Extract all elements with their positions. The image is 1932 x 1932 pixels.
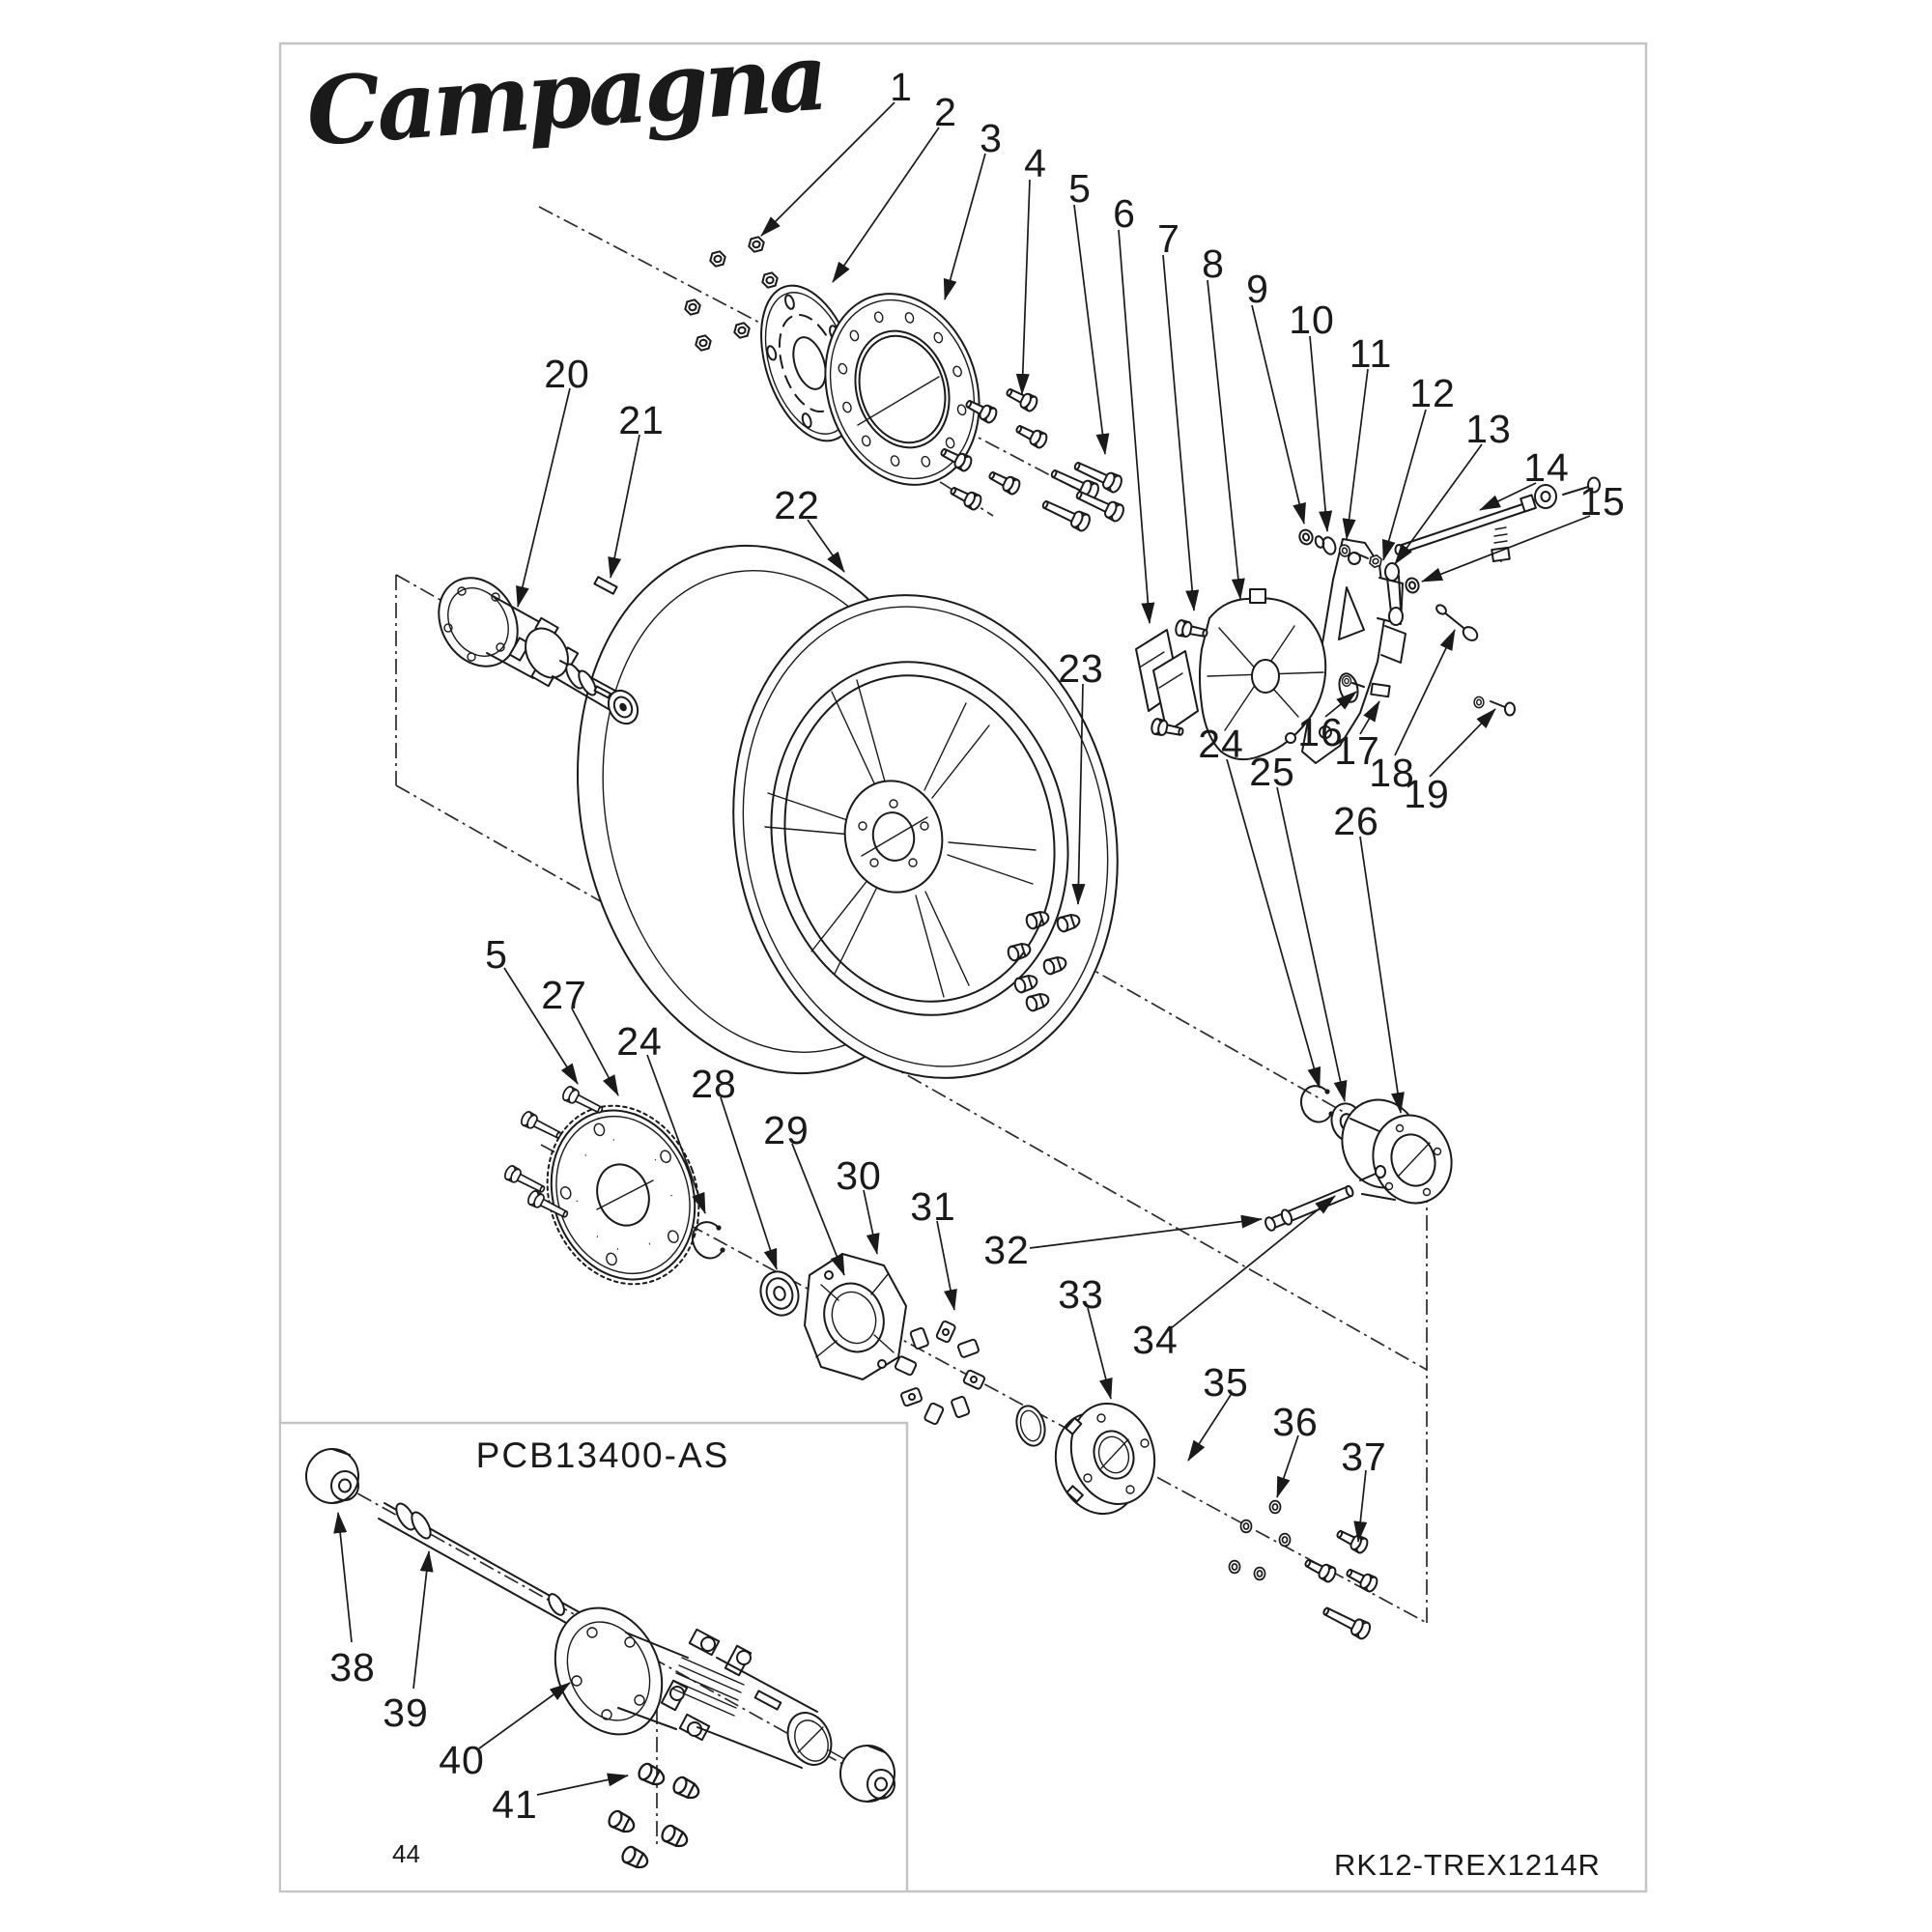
inset-part-number: PCB13400-AS xyxy=(476,1435,730,1475)
page-number: 44 xyxy=(392,1839,420,1868)
callout-28: 28 xyxy=(691,1062,737,1106)
hub-adapter xyxy=(1341,1098,1453,1205)
callout-5-lower: 5 xyxy=(485,932,508,977)
callout-20: 20 xyxy=(544,352,590,396)
axle-shaft-assembly xyxy=(438,577,639,725)
inset-hub-assembly xyxy=(554,1606,833,1769)
rotor-bolts-long xyxy=(1038,456,1127,534)
bracket-hardware xyxy=(1296,526,1422,626)
brake-pads xyxy=(1135,629,1199,733)
bearing-carrier xyxy=(804,1253,907,1380)
sprocket xyxy=(523,1084,723,1305)
callout-11: 11 xyxy=(1350,331,1393,376)
callout-23: 23 xyxy=(1058,646,1104,691)
callout-29: 29 xyxy=(763,1108,810,1152)
doc-code: RK12-TREX1214R xyxy=(1334,1848,1601,1882)
callout-3: 3 xyxy=(980,116,1003,160)
callout-2: 2 xyxy=(934,90,957,134)
callout-38: 38 xyxy=(329,1645,376,1690)
flange-bolts xyxy=(1301,1525,1380,1642)
callout-41: 41 xyxy=(492,1782,538,1827)
callout-32: 32 xyxy=(983,1228,1030,1272)
callout-22: 22 xyxy=(774,483,820,527)
inset-bearing-left xyxy=(305,1448,359,1504)
callout-13: 13 xyxy=(1465,407,1512,451)
o-ring xyxy=(1015,1405,1046,1447)
page-border xyxy=(278,42,1648,1893)
cush-drive-damper xyxy=(894,1320,986,1426)
callout-25: 25 xyxy=(1249,750,1295,794)
callout-1: 1 xyxy=(890,65,913,109)
callout-33: 33 xyxy=(1058,1272,1104,1317)
callout-40: 40 xyxy=(439,1738,485,1782)
drive-flange xyxy=(1054,1402,1156,1516)
wheel-spokes xyxy=(764,679,1037,998)
callout-9: 9 xyxy=(1246,267,1269,311)
snap-ring-lower xyxy=(692,1221,725,1260)
callout-24-upper: 24 xyxy=(1198,722,1244,766)
callout-5: 5 xyxy=(1068,166,1092,211)
bearing xyxy=(759,1270,800,1317)
callout-30: 30 xyxy=(836,1153,882,1198)
o-ring-inner xyxy=(1019,1409,1042,1442)
callout-12: 12 xyxy=(1409,371,1456,415)
callout-8: 8 xyxy=(1202,242,1225,286)
callout-35: 35 xyxy=(1203,1360,1249,1405)
callout-6: 6 xyxy=(1113,191,1136,236)
callout-24-lower: 24 xyxy=(616,1019,663,1064)
callout-17: 17 xyxy=(1334,728,1380,773)
woodruff-key xyxy=(593,576,618,595)
callout-19: 19 xyxy=(1404,772,1450,816)
brake-hose xyxy=(1341,526,1516,717)
tie-rod xyxy=(1394,476,1601,555)
callout-27: 27 xyxy=(541,973,587,1017)
caliper-bolt-upper xyxy=(1173,618,1210,642)
callout-36: 36 xyxy=(1272,1400,1319,1444)
callout-10: 10 xyxy=(1289,298,1335,342)
callout-7: 7 xyxy=(1157,216,1180,261)
callout-31: 31 xyxy=(910,1184,956,1229)
brake-caliper xyxy=(1199,588,1327,761)
leader-lines xyxy=(333,101,1591,1796)
callout-37: 37 xyxy=(1341,1435,1387,1479)
inset-bearing-right xyxy=(828,1745,895,1803)
pivot-stud xyxy=(1264,1165,1386,1232)
flange-washers xyxy=(1228,1499,1292,1581)
callout-39: 39 xyxy=(383,1690,429,1735)
callout-34: 34 xyxy=(1132,1318,1179,1362)
callout-18: 18 xyxy=(1369,751,1415,795)
callout-21: 21 xyxy=(618,398,665,442)
callout-16: 16 xyxy=(1297,710,1344,754)
callout-15: 15 xyxy=(1579,479,1626,524)
callout-26: 26 xyxy=(1333,799,1379,843)
callout-14: 14 xyxy=(1523,445,1570,490)
brake-rotor xyxy=(802,273,1004,504)
callout-labels: 1 2 3 4 5 6 7 8 9 10 11 12 13 14 15 16 1… xyxy=(329,65,1626,1827)
callout-4: 4 xyxy=(1024,141,1047,185)
